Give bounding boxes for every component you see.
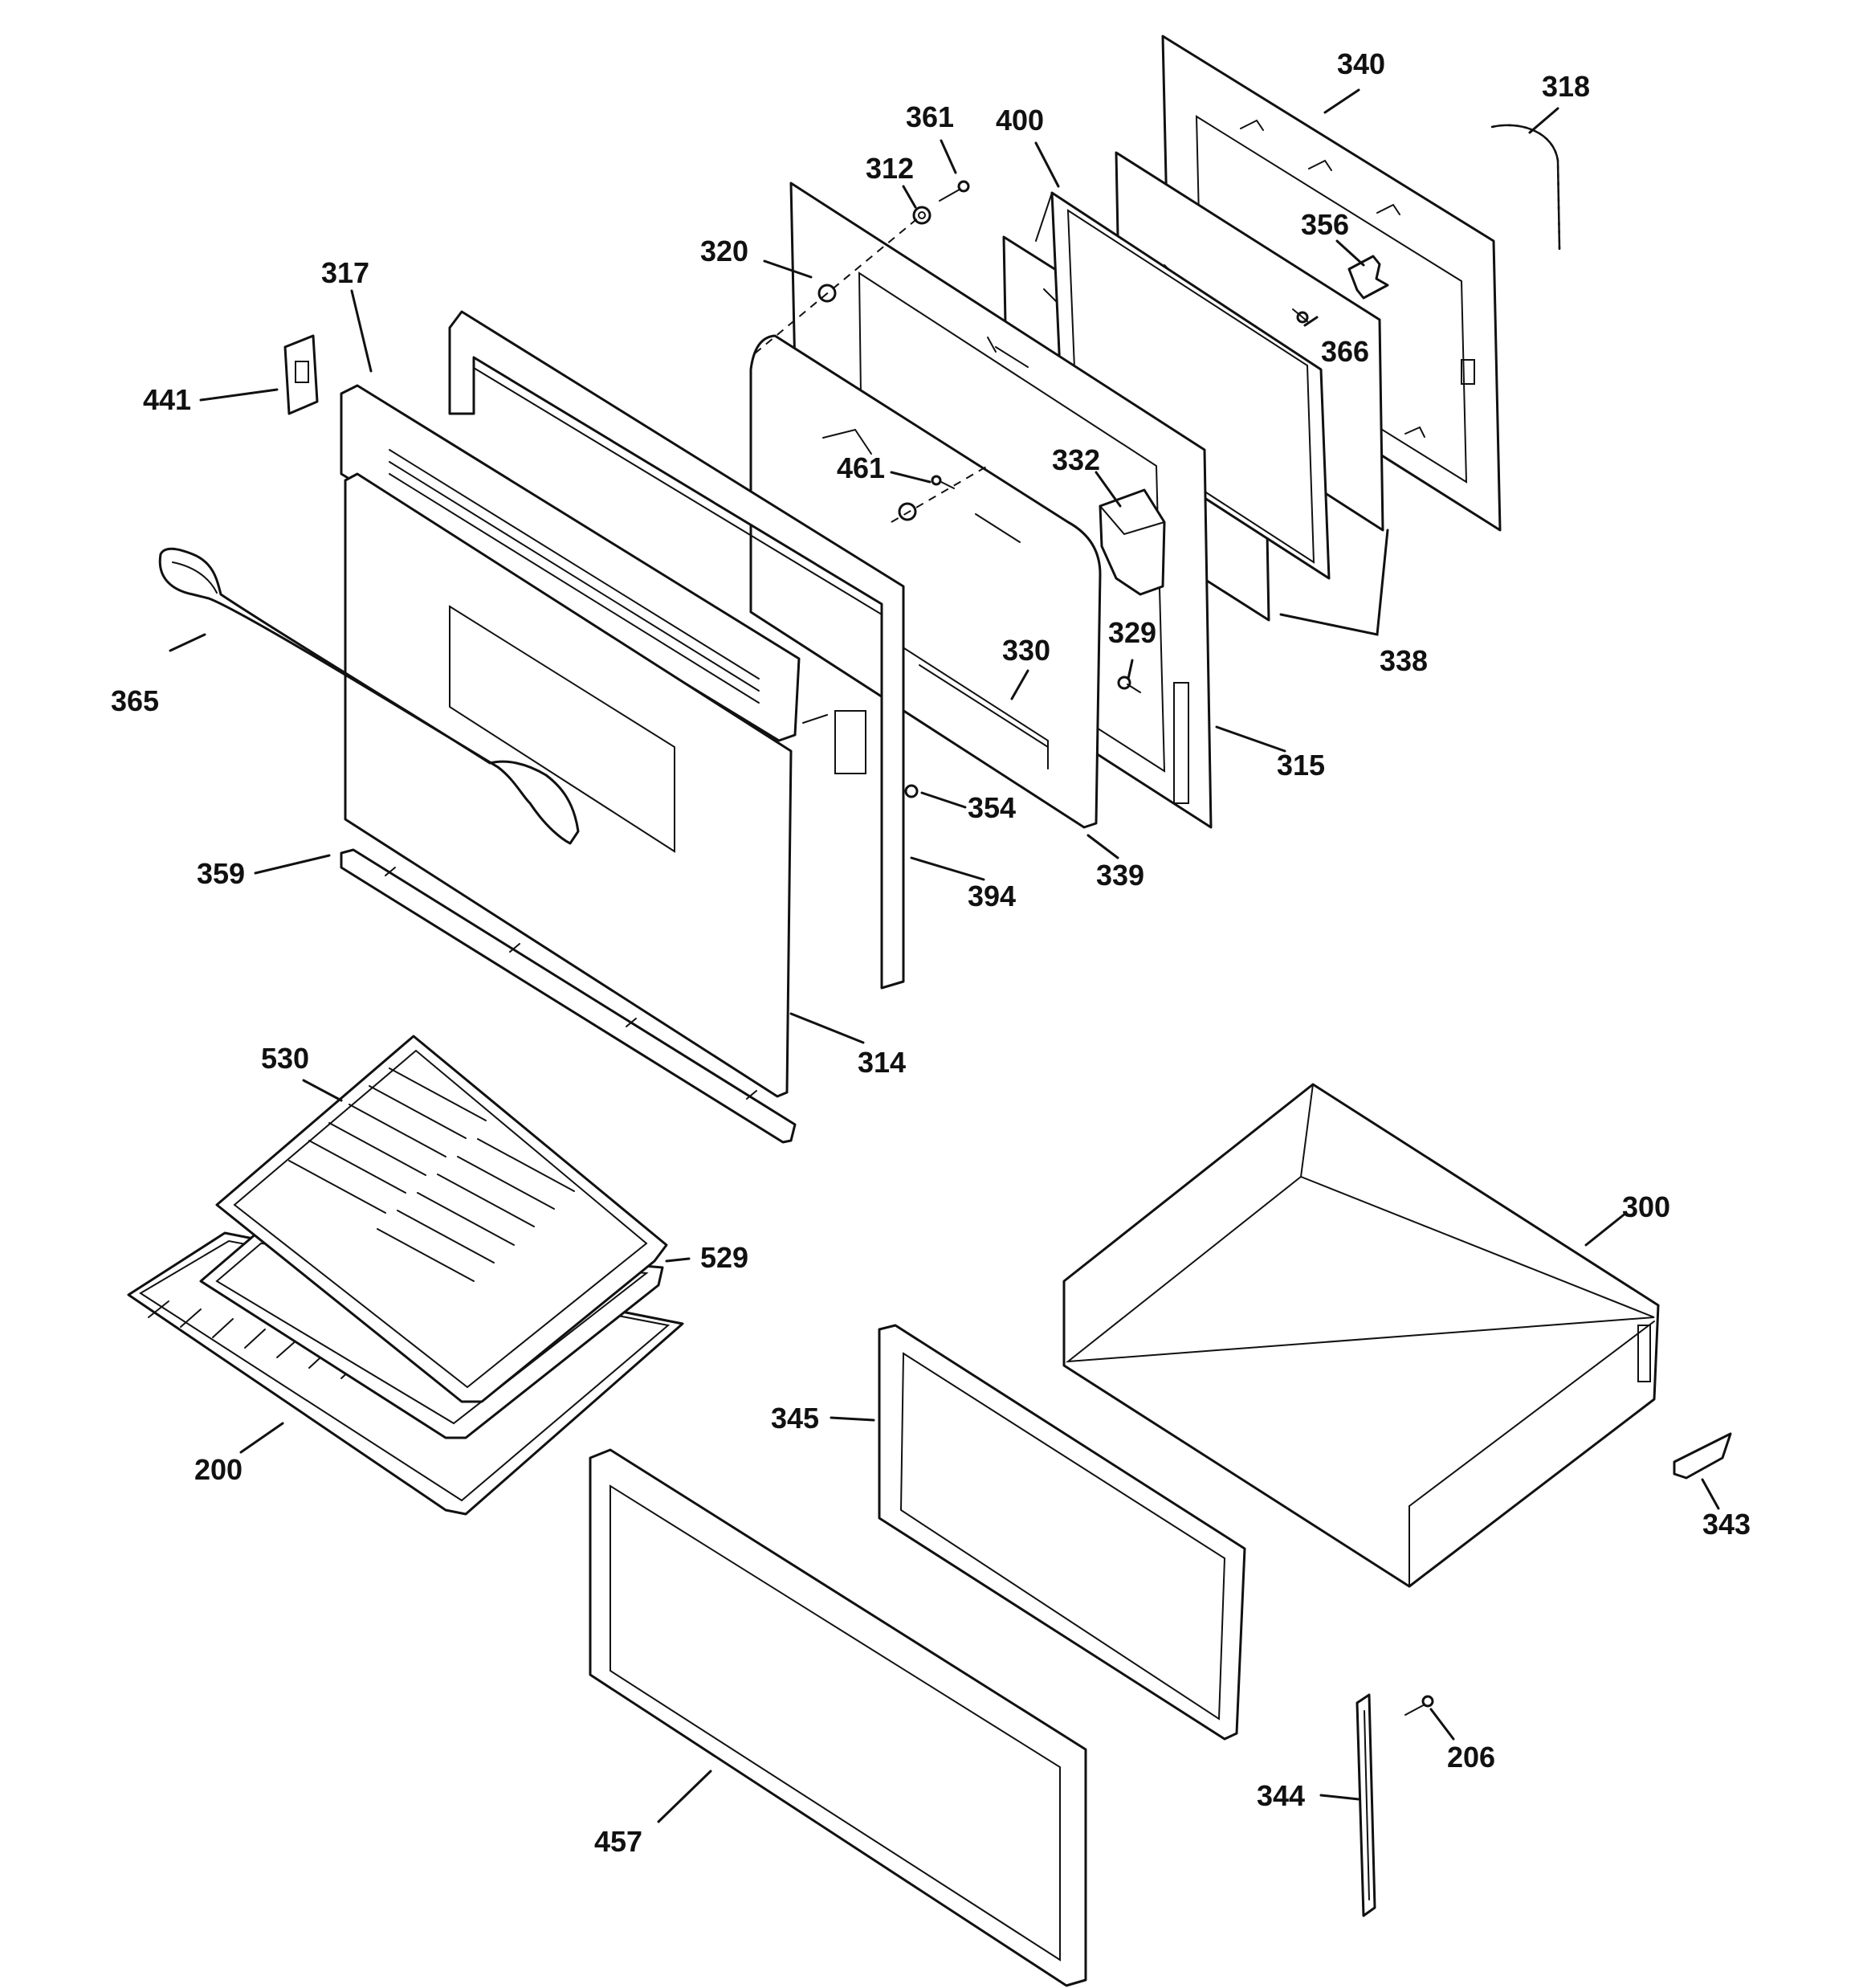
callout-354: 354	[968, 791, 1016, 824]
callout-340: 340	[1337, 47, 1385, 80]
part-366-screw	[1292, 308, 1309, 324]
callout-345: 345	[771, 1402, 819, 1435]
callout-318: 318	[1542, 70, 1590, 103]
leader-lines	[169, 88, 1720, 1823]
callout-400: 400	[996, 104, 1044, 137]
callout-329: 329	[1108, 616, 1156, 649]
part-530-broiler-grid	[215, 1035, 668, 1403]
part-365-handle	[158, 547, 580, 845]
callout-457: 457	[594, 1825, 642, 1858]
part-344-slide-rail	[1355, 1693, 1376, 1917]
callout-300: 300	[1622, 1190, 1670, 1223]
callout-344: 344	[1257, 1779, 1305, 1812]
part-394-door-frame	[448, 310, 905, 990]
callout-312: 312	[866, 152, 914, 185]
part-314-outer-panel	[344, 472, 793, 1098]
callout-365: 365	[111, 684, 159, 717]
callout-200: 200	[194, 1453, 243, 1486]
callout-317: 317	[321, 256, 369, 289]
part-329-screw	[1117, 676, 1141, 693]
part-206-screw	[1404, 1695, 1434, 1716]
callout-320: 320	[700, 235, 748, 267]
part-317-vent-strip	[340, 384, 801, 742]
callout-361: 361	[906, 100, 954, 133]
part-332-insulation	[1099, 488, 1166, 596]
part-354-screw	[904, 784, 919, 798]
callout-330: 330	[1002, 634, 1050, 667]
callout-labels: 340 318 361 400 312 356 320 317 366 441 …	[111, 47, 1751, 1858]
part-339-backing-panel	[749, 334, 1102, 829]
part-359-bottom-trim	[340, 848, 797, 1144]
callout-366: 366	[1321, 335, 1369, 368]
assembly-dash-lines	[754, 216, 989, 523]
callout-394: 394	[968, 880, 1016, 912]
callout-529: 529	[700, 1241, 748, 1274]
callout-530: 530	[261, 1042, 309, 1075]
part-457-drawer-front	[589, 1448, 1087, 1987]
part-356-clip	[1347, 255, 1389, 300]
part-312-nut	[912, 206, 932, 225]
callout-441: 441	[143, 383, 191, 416]
part-461-screw	[898, 475, 955, 521]
part-300-drawer-body	[1062, 1083, 1660, 1588]
callout-343: 343	[1702, 1508, 1751, 1541]
part-400-liner	[1035, 191, 1331, 580]
callout-314: 314	[858, 1046, 906, 1079]
part-361-screw	[939, 180, 970, 202]
callout-461: 461	[837, 451, 885, 484]
part-318-gasket	[1490, 124, 1561, 251]
callout-206: 206	[1447, 1741, 1495, 1774]
callout-315: 315	[1277, 749, 1325, 782]
callout-359: 359	[197, 857, 245, 890]
part-343-clip	[1673, 1432, 1732, 1480]
callout-356: 356	[1301, 208, 1349, 241]
part-441-latch	[283, 334, 319, 415]
callout-339: 339	[1096, 859, 1144, 892]
part-345-drawer-panel	[878, 1324, 1246, 1741]
part-330-vent-panel	[895, 642, 1049, 769]
callout-332: 332	[1052, 443, 1100, 476]
callout-338: 338	[1380, 644, 1428, 677]
